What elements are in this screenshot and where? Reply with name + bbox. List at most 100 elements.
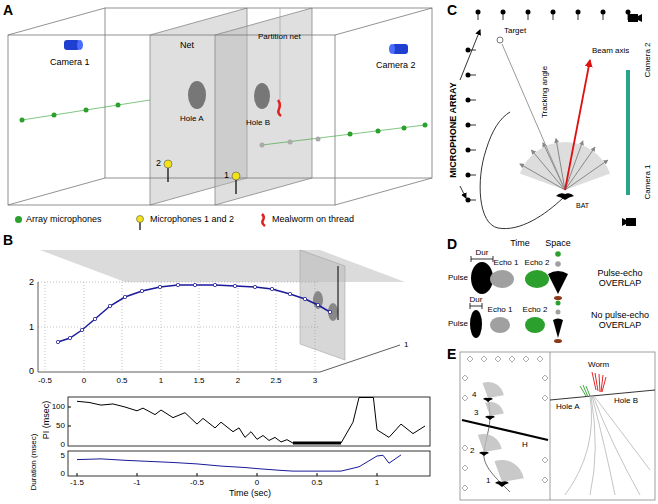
legend-swatch xyxy=(15,216,22,223)
microphone-markers xyxy=(542,375,548,381)
screen-bar xyxy=(626,70,630,195)
condition-label: Pulse-echo OVERLAP xyxy=(588,268,652,289)
camera-label: Camera 1 xyxy=(50,57,90,67)
camera-icon xyxy=(389,44,395,54)
plot3d-grid xyxy=(38,327,320,328)
microphone-markers xyxy=(542,395,548,401)
approach-tracks xyxy=(593,396,640,495)
microphone-symbol xyxy=(232,172,240,180)
microphone-array xyxy=(460,10,631,203)
sonar-fan xyxy=(532,150,565,190)
room-box xyxy=(8,178,105,205)
pulse-echo-diagram xyxy=(471,262,493,294)
approach-tracks xyxy=(602,377,606,392)
pi-plot xyxy=(68,407,71,408)
pulse-echo-diagram xyxy=(548,271,568,294)
panel-letter: D xyxy=(447,236,457,252)
microphone-symbol xyxy=(235,180,236,194)
microphone-symbol xyxy=(164,160,240,194)
pulse-echo-diagram xyxy=(470,251,568,343)
pulse-echo-diagram xyxy=(555,251,561,257)
axis-tick: 1 xyxy=(375,478,379,487)
microphone-array xyxy=(460,12,628,200)
camera-icon xyxy=(64,40,408,54)
pulse-echo-diagram xyxy=(470,310,482,338)
callout-number: 1 xyxy=(486,476,490,485)
pulse-echo-diagram xyxy=(525,317,545,333)
microphone-markers xyxy=(462,395,468,401)
callout-number: 3 xyxy=(474,408,478,417)
camera-label: Camera 2 xyxy=(643,42,652,77)
duration-plot xyxy=(197,473,198,476)
axis-tick: 0 xyxy=(61,469,65,478)
pulse-echo-diagram xyxy=(470,306,482,307)
microphone-array xyxy=(466,148,471,153)
sonar-fan xyxy=(520,142,610,190)
microphone-markers xyxy=(523,356,529,362)
camera-icon xyxy=(628,14,638,22)
axis-tick: -0.5 xyxy=(38,376,52,385)
array-microphones xyxy=(260,143,265,148)
bat-positions xyxy=(495,481,509,487)
axis-tick: 1 xyxy=(159,376,163,385)
pi-plot xyxy=(68,426,71,427)
array-microphones xyxy=(288,140,293,145)
net-plane xyxy=(150,8,312,205)
room-box xyxy=(8,35,335,205)
camera-label: Camera 2 xyxy=(376,60,416,70)
hole-line xyxy=(462,420,548,440)
pi-plot xyxy=(77,398,425,444)
mealworm xyxy=(278,100,281,116)
microphone-array xyxy=(460,186,466,198)
array-microphones xyxy=(116,103,121,108)
axis-tick: -0.5 xyxy=(190,478,204,487)
microphone-markers xyxy=(462,485,468,491)
axis-title: PI (msec) xyxy=(41,401,51,440)
axis-tick: 100 xyxy=(52,402,65,411)
sonar-fan xyxy=(520,139,608,190)
panel-letter: C xyxy=(447,2,457,18)
condition-label: No pulse-echo OVERLAP xyxy=(586,310,654,331)
pulse-echo-diagram xyxy=(556,310,561,315)
echo-label: Echo 2 xyxy=(525,258,550,267)
microphone-markers xyxy=(495,356,501,362)
array-label: MICROPHONE ARRAY xyxy=(448,82,458,177)
approach-tracks xyxy=(586,386,590,396)
pulse-echo-diagram xyxy=(490,270,514,288)
pulse-echo-diagram xyxy=(554,339,562,343)
room-box xyxy=(335,178,432,205)
microphone-array xyxy=(466,73,471,78)
hole-line xyxy=(462,420,548,440)
axis-tick: 0 xyxy=(255,478,259,487)
approach-tracks xyxy=(592,396,615,495)
approach-tracks xyxy=(580,385,590,397)
mealworm xyxy=(280,8,281,100)
pi-plot xyxy=(77,398,425,444)
camera-icon xyxy=(622,218,626,226)
callout-number: 2 xyxy=(470,446,474,455)
pulse-echo-diagram xyxy=(554,296,562,300)
flight-room-frame xyxy=(460,352,655,500)
axis-tick: 2.5 xyxy=(270,376,281,385)
microphone-array xyxy=(466,123,471,128)
axis-tick: 3 xyxy=(313,376,317,385)
sonar-fan xyxy=(497,37,610,200)
array-microphones xyxy=(20,118,25,123)
axis-tick: 2 xyxy=(236,376,240,385)
duration-plot xyxy=(137,473,138,476)
camera-icon xyxy=(626,218,636,226)
duration-plot xyxy=(77,455,401,471)
axis-title: Time (sec) xyxy=(229,488,271,498)
microphone-markers xyxy=(462,465,468,471)
legend-text: Array microphones xyxy=(26,214,102,224)
flight-room-frame xyxy=(550,352,551,500)
column-title: Space xyxy=(545,238,571,248)
pulse-echo-diagram xyxy=(553,319,563,339)
microphone-symbol xyxy=(167,168,168,182)
pulse-label: Pulse xyxy=(448,273,468,282)
microphone-array xyxy=(503,12,504,20)
microphone-markers xyxy=(542,477,548,483)
microphone-array xyxy=(603,12,604,20)
hole-label: Hole B xyxy=(246,118,270,127)
